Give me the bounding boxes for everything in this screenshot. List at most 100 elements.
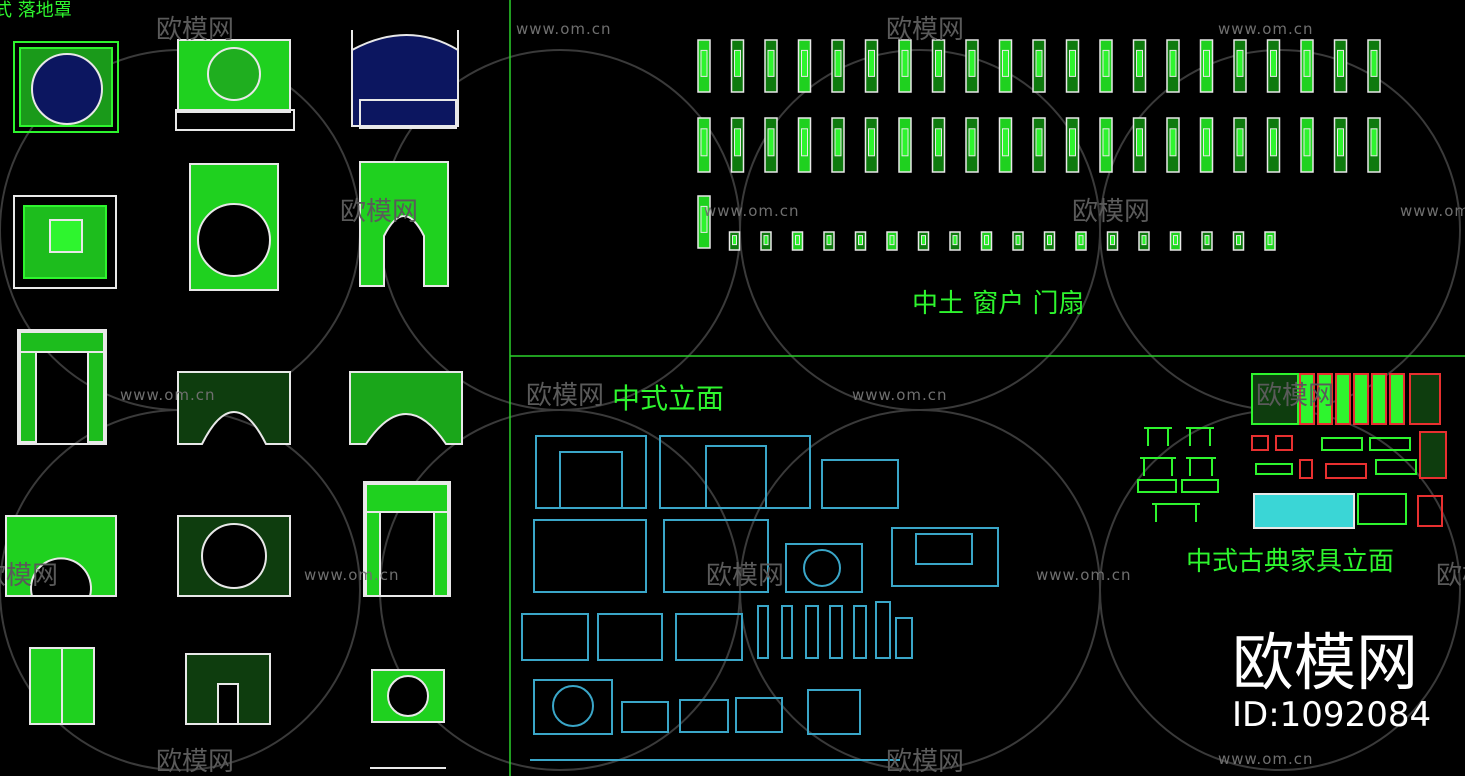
window-leaf-inner-r2-13 (1136, 128, 1143, 157)
window-leaf-inner-r3-18 (1267, 235, 1273, 246)
window-leaf-inner-r1-19 (1337, 49, 1344, 77)
panel-moon-window-3 (177, 515, 291, 597)
window-leaf-inner-r1-3 (801, 49, 808, 77)
panel-door-pair (29, 647, 95, 725)
screen-1 (521, 613, 589, 661)
svg-text:欧模网: 欧模网 (156, 747, 234, 776)
window-leaf-inner-r3-6 (889, 235, 895, 246)
window-leaf-inner-r3-10 (1015, 235, 1021, 246)
svg-text:欧模网: 欧模网 (156, 15, 234, 45)
window-leaf-inner-r2-14 (1169, 128, 1177, 157)
svg-text:欧模网: 欧模网 (1072, 197, 1150, 227)
window-leaf-inner-r2-19 (1337, 128, 1344, 157)
watermark-logos: 欧模网 欧模网 欧模网 欧模网 欧模网 欧模网 欧模网 欧模网 欧模网 欧模网 … (0, 15, 1465, 776)
watermark-urls: www.om.cn www.om.cn www.om.cn www.om.cn … (120, 20, 1465, 768)
label-elevation: 中式立面 (612, 382, 724, 415)
window-leaf-inner-r2-18 (1303, 128, 1311, 157)
svg-text:欧模网: 欧模网 (0, 561, 58, 591)
window-leaf-inner-r3-12 (1078, 235, 1084, 246)
svg-text:www.om.cn: www.om.cn (1218, 750, 1314, 768)
elevation-drawings (521, 435, 999, 761)
window-leaf-inner-r3-8 (952, 235, 958, 246)
elevation-6 (785, 543, 863, 593)
window-leaf-inner-r2-2 (767, 128, 775, 157)
window-leaf-inner-r1-13 (1136, 49, 1143, 77)
elevation-7 (891, 527, 999, 587)
window-leaf-inner-r2-6 (901, 128, 909, 157)
elevation-5 (663, 519, 769, 593)
window-leaf-inner-r1-15 (1203, 49, 1210, 77)
label-furniture: 中式古典家具立面 (1186, 547, 1394, 577)
panel-round-window-2 (175, 39, 295, 131)
svg-text:欧模网: 欧模网 (526, 381, 604, 411)
panel-round-window-1 (13, 41, 119, 133)
window-leaf-inner-r1-20 (1370, 49, 1378, 77)
window-leaf-inner-r1-16 (1236, 49, 1244, 77)
svg-text:www.om.cn: www.om.cn (304, 566, 400, 584)
window-leaf-inner-r3-5 (858, 235, 863, 246)
panel-round-small (370, 669, 446, 769)
svg-text:欧模网: 欧模网 (1256, 381, 1334, 411)
panel-canopy-bed (351, 30, 459, 129)
elevation-3 (821, 459, 899, 509)
window-leaf-inner-r2-10 (1035, 128, 1043, 157)
window-leaf-inner-r1-1 (734, 49, 741, 77)
window-leaf-inner-r2-7 (935, 128, 942, 157)
drawing-frame-lines (509, 0, 1465, 776)
brand-name: 欧模网 (1232, 626, 1418, 699)
panel-moon-gate-1 (189, 163, 279, 291)
window-leaf-inner-r2-8 (968, 128, 976, 157)
window-leaf-inner-r3-11 (1047, 235, 1052, 246)
svg-text:欧模网: 欧模网 (340, 197, 418, 227)
svg-text:www.om.cn: www.om.cn (120, 386, 216, 404)
window-leaf-inner-r2-4 (834, 128, 842, 157)
panel-carved-arch-white (177, 371, 291, 445)
window-leaf-inner-r1-18 (1303, 49, 1311, 77)
window-leaf-inner-r1-8 (968, 49, 976, 77)
window-leaf-inner-r3-14 (1141, 235, 1147, 246)
window-door-panels (697, 39, 1381, 251)
window-leaf-inner-r3-1 (732, 235, 737, 246)
window-leaf-inner-r1-7 (935, 49, 942, 77)
window-leaf-inner-r1-6 (901, 49, 909, 77)
panel-frame-door-1 (17, 329, 107, 445)
panel-lattice-door (185, 653, 271, 725)
label-luodizhao: 式 落地罩 (0, 0, 72, 21)
window-leaf-inner-r3-7 (921, 235, 926, 246)
window-leaf-inner-r2-15 (1203, 128, 1210, 157)
window-leaf-inner-r3-13 (1110, 235, 1115, 246)
svg-text:www.om.cn: www.om.cn (704, 202, 800, 220)
window-leaf-inner-r2-1 (734, 128, 741, 157)
furniture-drawings (1137, 373, 1447, 529)
window-leaf-inner-r1-14 (1169, 49, 1177, 77)
svg-text:www.om.cn: www.om.cn (1400, 202, 1465, 220)
panel-arch-1 (359, 161, 449, 287)
svg-text:欧模网: 欧模网 (1436, 561, 1465, 591)
window-leaf-inner-r2-17 (1270, 128, 1277, 157)
panel-square-lattice (13, 195, 117, 289)
window-leaf-inner-r1-12 (1102, 49, 1110, 77)
window-leaf-inner-r3-4 (826, 235, 832, 246)
label-windows-doors: 中土 窗户 门扇 (912, 289, 1085, 319)
svg-text:www.om.cn: www.om.cn (1036, 566, 1132, 584)
window-leaf-inner-r2-0 (700, 128, 708, 157)
svg-text:欧模网: 欧模网 (886, 15, 964, 45)
window-leaf-inner-r1-17 (1270, 49, 1277, 77)
window-leaf-inner-r2-5 (868, 128, 875, 157)
window-leaf-inner-r2-3 (801, 128, 808, 157)
window-leaf-inner-r1-5 (868, 49, 875, 77)
window-leaf-inner-r1-0 (700, 49, 708, 77)
window-leaf-inner-r1-2 (767, 49, 775, 77)
window-leaf-inner-r2-20 (1370, 128, 1378, 157)
window-leaf-inner-r2-9 (1002, 128, 1009, 157)
panel-moon-gate-2 (5, 515, 117, 597)
panel-carved-arch-green (349, 371, 463, 445)
luodizhao-panels (5, 30, 463, 769)
window-leaf-inner-r3-15 (1173, 235, 1178, 246)
window-leaf-inner-r2-12 (1102, 128, 1110, 157)
window-leaf-inner-r3-0 (700, 205, 708, 233)
window-leaf-inner-r2-11 (1069, 128, 1076, 157)
panel-gate-frame (363, 481, 451, 597)
window-leaf-inner-r3-17 (1236, 235, 1241, 246)
